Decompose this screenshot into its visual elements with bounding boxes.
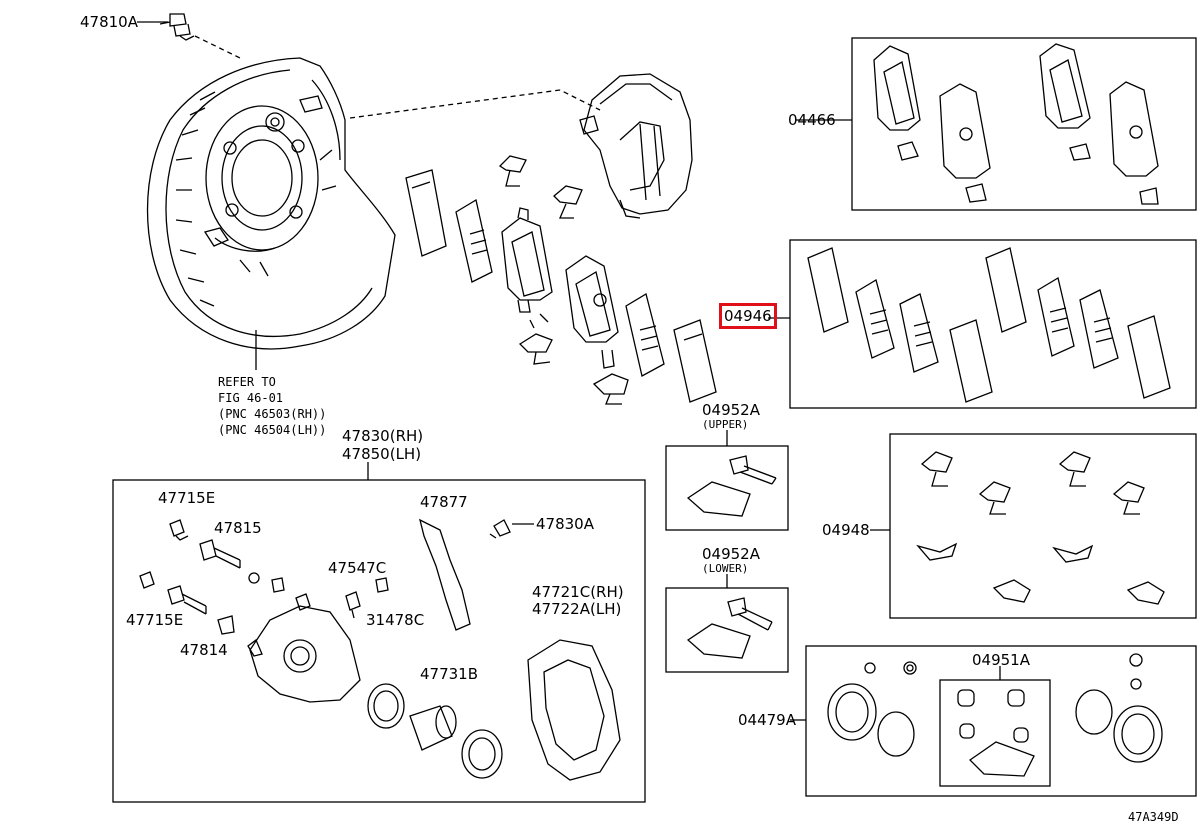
label-04466: 04466 [788,111,836,129]
caliper-upper-drawing [579,73,693,219]
label-47721C-rh: 47721C(RH) [532,583,624,601]
label-31478C: 31478C [366,611,425,629]
label-47830A: 47830A [536,515,594,533]
clip-1 [498,155,527,187]
refer-note-line-2: FIG 46-01 [218,391,284,405]
label-47715E-top: 47715E [158,489,216,507]
label-04952A-lower: 04952A [702,545,760,563]
pad-kit-04466-drawing [873,43,1159,205]
shim-left-1 [405,169,447,257]
boot-kit-04951A-drawing [957,689,1035,777]
shim-right-1 [625,292,665,377]
label-lower: (LOWER) [702,562,749,575]
pad-left [501,207,553,313]
boot-kit-upper-drawing [686,455,777,517]
label-upper: (UPPER) [702,418,749,431]
figure-code: 47A349D [1128,810,1179,824]
label-47731B: 47731B [420,665,479,683]
shim-left-2 [455,198,493,283]
label-04948: 04948 [822,521,870,539]
label-47715E-lower: 47715E [126,611,184,629]
clip-2 [553,185,583,219]
clip-3 [518,333,553,365]
label-47814: 47814 [180,641,228,659]
fitting-kit-04948-drawing [916,451,1165,605]
label-47547C: 47547C [328,559,387,577]
clip-4 [592,373,629,405]
shim-right-2 [673,319,717,403]
label-04951A: 04951A [972,651,1030,669]
label-47722A-lh: 47722A(LH) [532,600,622,618]
backing-plate [146,57,396,350]
cylinder-kit-04479A-drawing [827,653,1163,763]
refer-note-line-1: REFER TO [218,375,276,389]
label-04946-highlighted[interactable]: 04946 [719,303,777,329]
caliper-assembly-drawing [139,518,621,781]
label-47810A: 47810A [80,13,138,31]
label-47850-lh: 47850(LH) [342,445,422,463]
label-47877: 47877 [420,493,468,511]
refer-note-line-3: (PNC 46503(RH)) [218,407,327,421]
label-04479A: 04479A [738,711,796,729]
pad-right [565,255,619,369]
boot-kit-lower-drawing [686,597,773,659]
refer-note-line-4: (PNC 46504(LH)) [218,423,327,437]
bolt-47810A-drawing [159,13,195,41]
shim-kit-04946-drawing [807,247,1171,403]
label-47830-rh: 47830(RH) [342,427,424,445]
label-47815: 47815 [214,519,262,537]
label-04952A-upper: 04952A [702,401,760,419]
